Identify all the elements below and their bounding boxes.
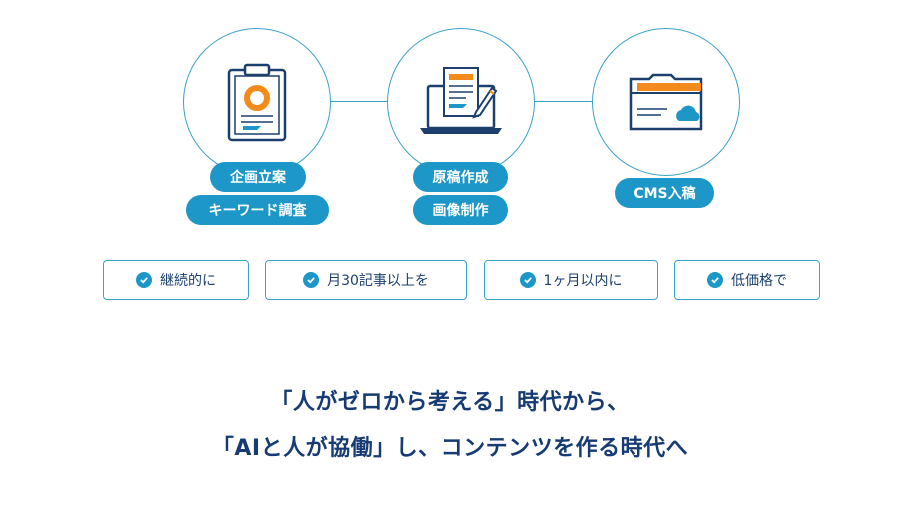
feature-badge-continuous: 継続的に <box>103 260 249 300</box>
step-label-planning: 企画立案 <box>210 162 306 192</box>
check-icon <box>519 272 536 288</box>
step-circle-cms <box>592 28 740 176</box>
feature-text: 継続的に <box>160 273 216 289</box>
feature-text: 低価格で <box>731 273 787 289</box>
check-icon <box>707 272 723 288</box>
connector-line-2 <box>534 101 592 102</box>
connector-line-1 <box>331 101 387 102</box>
feature-badge-volume: 月30記事以上を <box>265 260 467 300</box>
feature-badge-low-price: 低価格で <box>674 260 820 300</box>
feature-text: 1ヶ月以内に <box>543 273 623 289</box>
step-label-keyword-research: キーワード調査 <box>186 195 329 225</box>
step-label-writing: 原稿作成 <box>413 162 508 192</box>
step-circle-writing <box>387 28 535 176</box>
step-circle-planning <box>183 28 331 176</box>
browser-cloud-icon <box>629 73 703 131</box>
laptop-document-pen-icon <box>420 67 502 134</box>
headline-line-2: 「AIと人が協働」し、コンテンツを作る時代へ <box>211 436 689 461</box>
clipboard-chart-icon <box>227 63 287 142</box>
feature-text: 月30記事以上を <box>327 273 429 289</box>
check-icon <box>303 272 320 288</box>
headline-line-1: 「人がゼロから考える」時代から、 <box>270 390 630 415</box>
feature-badge-speed: 1ヶ月以内に <box>484 260 658 300</box>
step-label-image-creation: 画像制作 <box>413 195 508 225</box>
step-label-cms-upload: CMS入稿 <box>615 178 714 208</box>
check-icon <box>136 272 152 288</box>
